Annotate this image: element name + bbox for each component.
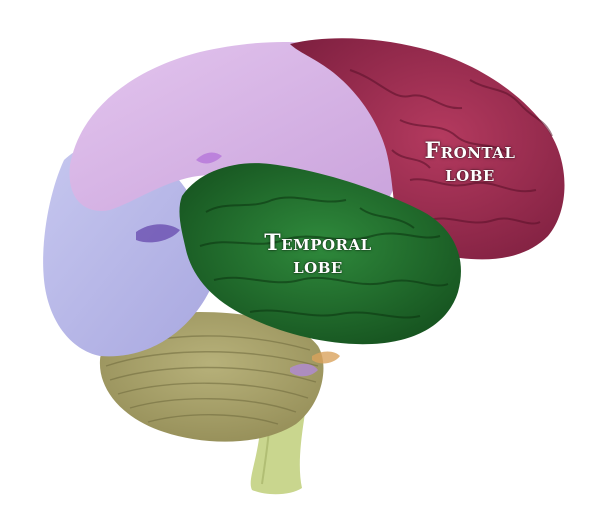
frontal-label-line2: lobe xyxy=(445,161,495,188)
temporal-label-line2: lobe xyxy=(293,253,343,280)
parietal-region xyxy=(69,41,396,211)
frontal-lobe-label: Frontal lobe xyxy=(418,138,522,188)
temporal-lobe xyxy=(179,163,461,345)
frontal-lobe xyxy=(290,38,565,260)
insula-accent xyxy=(136,224,180,243)
frontal-label-line1: Frontal xyxy=(424,138,516,164)
temporal-label-line1: Temporal xyxy=(264,230,372,256)
temporal-lobe-label: Temporal lobe xyxy=(258,230,378,280)
